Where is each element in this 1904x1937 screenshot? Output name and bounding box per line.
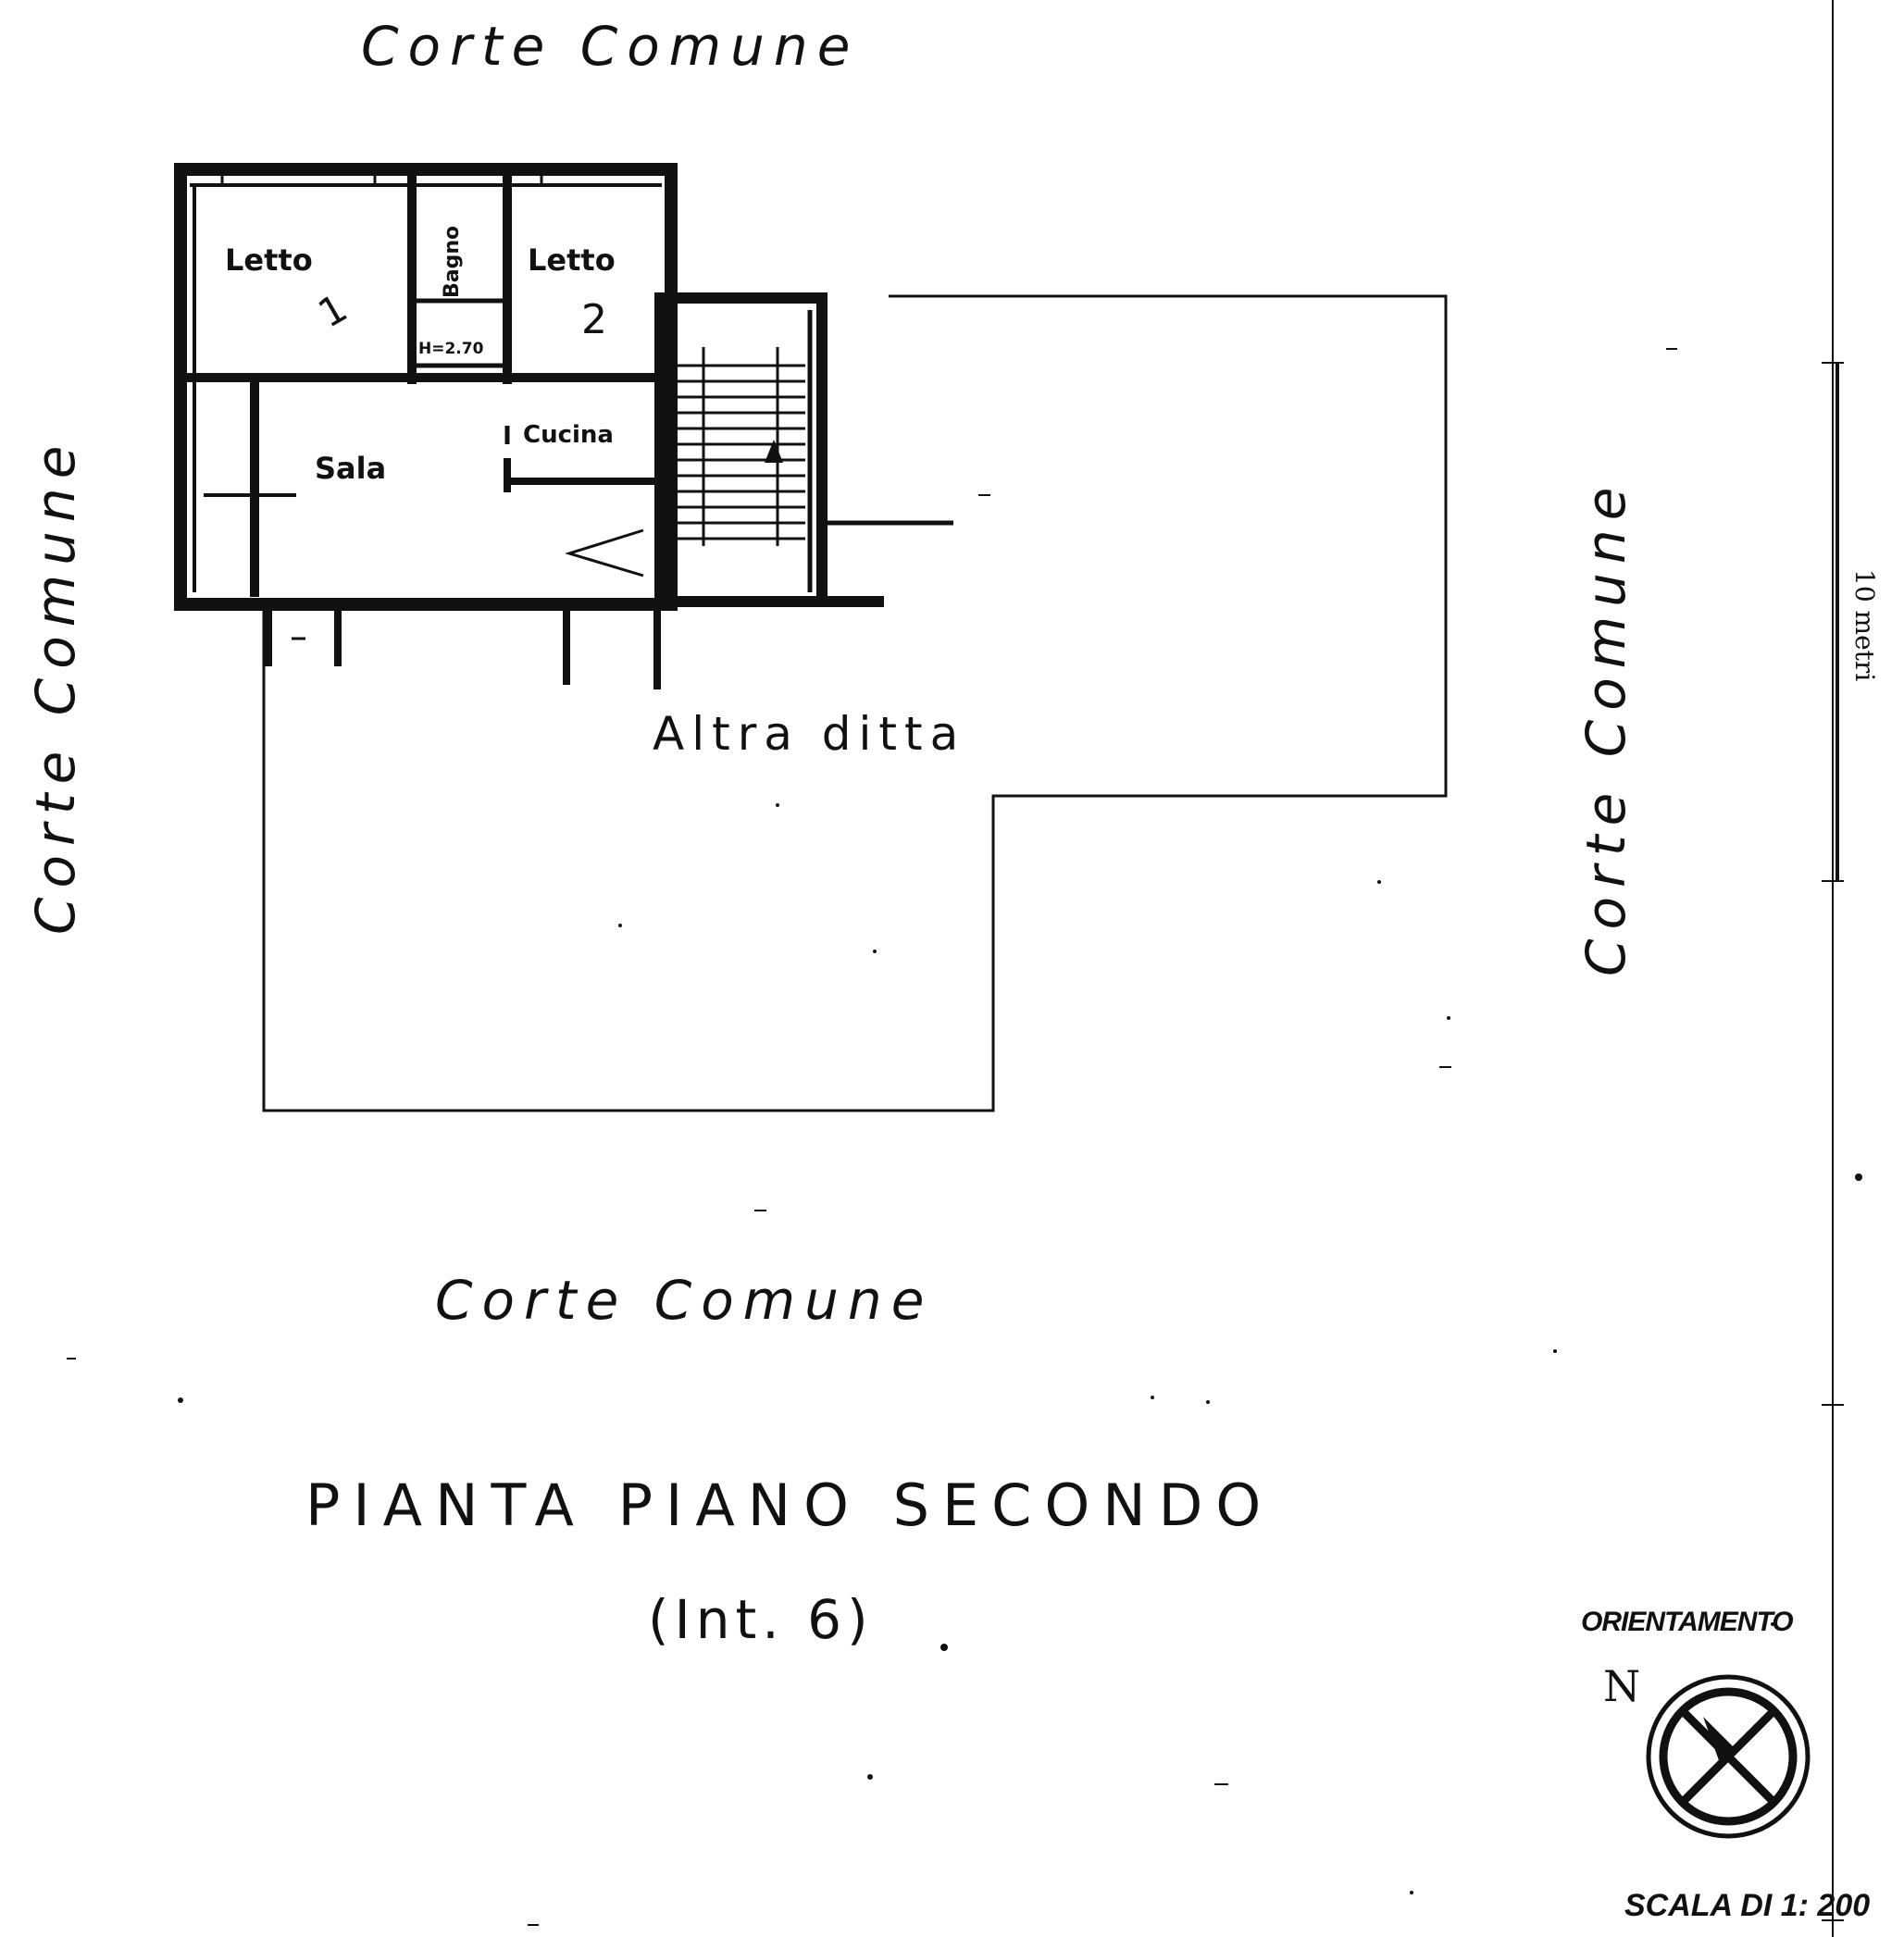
label-corte-left: Corte Comune: [24, 437, 87, 935]
drawing-title: PIANTA PIANO SECONDO: [305, 1471, 1274, 1539]
label-corte-bottom: Corte Comune: [435, 1269, 933, 1332]
room-sala-label: Sala: [315, 451, 386, 486]
orientation-heading: ORIENTAMENTO: [1581, 1607, 1793, 1637]
apartment-walls: [174, 163, 953, 689]
scale-bar-label: 10 metri: [1849, 569, 1880, 681]
room-cucina-label: Cucina: [523, 421, 614, 449]
north-letter: N: [1603, 1661, 1640, 1711]
room-letto-1-number: 1: [311, 285, 355, 337]
scale-text: SCALA DI 1: 200: [1624, 1888, 1870, 1923]
room-bagno-height: H=2.70: [418, 340, 484, 358]
label-corte-right: Corte Comune: [1574, 478, 1637, 976]
scan-specks: [67, 348, 1862, 1926]
drawing-subtitle: (Int. 6): [648, 1588, 874, 1651]
scale-bar: [1822, 0, 1844, 1937]
label-corte-top: Corte Comune: [361, 15, 859, 78]
room-bagno-label: Bagno: [441, 226, 464, 298]
label-altra-ditta: Altra ditta: [653, 707, 965, 761]
compass-icon: [1646, 1674, 1811, 1839]
room-letto-1-label: Letto: [225, 242, 313, 278]
altra-ditta-outline: [262, 294, 1448, 1112]
room-letto-2-number: 2: [581, 296, 607, 343]
room-letto-2-label: Letto: [528, 242, 616, 278]
staircase: [676, 347, 805, 546]
